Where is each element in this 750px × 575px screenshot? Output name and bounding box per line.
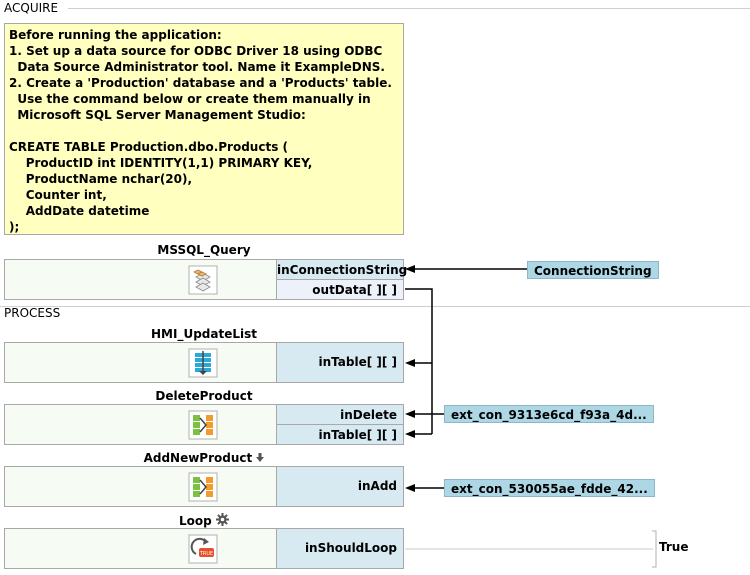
loop-constant-value[interactable]: True xyxy=(659,540,689,554)
hmi-updatelist-block[interactable]: inTable[ ][ ] xyxy=(4,342,404,383)
port-out-data[interactable]: outData[ ][ ] xyxy=(277,279,403,299)
port-in-table[interactable]: inTable[ ][ ] xyxy=(277,424,403,444)
section-divider xyxy=(0,306,750,307)
list-update-icon xyxy=(188,348,218,378)
addnewproduct-block[interactable]: inAdd xyxy=(4,466,404,507)
deleteproduct-title: DeleteProduct xyxy=(155,389,253,403)
switch-icon xyxy=(188,472,218,502)
arrowhead xyxy=(405,359,415,367)
external-add-connection[interactable]: ext_con_530055ae_fdde_42... xyxy=(444,479,655,497)
arrowhead xyxy=(405,265,415,273)
database-query-icon xyxy=(188,265,218,295)
hmi-updatelist-title: HMI_UpdateList xyxy=(151,327,257,341)
port-in-add[interactable]: inAdd xyxy=(277,467,403,506)
section-process-label: PROCESS xyxy=(4,306,61,320)
section-acquire-label: ACQUIRE xyxy=(4,1,59,15)
port-in-should-loop[interactable]: inShouldLoop xyxy=(277,529,403,568)
switch-icon xyxy=(188,410,218,440)
arrowhead xyxy=(405,484,415,492)
instructions-note: Before running the application: 1. Set u… xyxy=(4,23,404,235)
loop-block[interactable]: TRUE inShouldLoop xyxy=(4,528,404,569)
arrow-down-icon xyxy=(256,453,265,462)
port-in-delete[interactable]: inDelete xyxy=(277,405,403,425)
addnewproduct-label: AddNewProduct xyxy=(143,451,253,465)
deleteproduct-block[interactable]: inDelete inTable[ ][ ] xyxy=(4,404,404,445)
svg-text:TRUE: TRUE xyxy=(199,551,213,557)
constant-bracket xyxy=(652,530,657,568)
gear-icon xyxy=(215,513,229,526)
section-divider xyxy=(68,8,750,9)
wire xyxy=(405,288,433,434)
loop-label: Loop xyxy=(179,514,212,528)
mssql-query-block[interactable]: inConnectionString outData[ ][ ] xyxy=(4,259,407,300)
port-in-table[interactable]: inTable[ ][ ] xyxy=(277,343,403,382)
loop-title: Loop xyxy=(4,513,404,528)
mssql-query-title: MSSQL_Query xyxy=(157,243,251,257)
port-in-connection-string[interactable]: inConnectionString xyxy=(277,260,407,280)
loop-true-icon: TRUE xyxy=(188,534,218,564)
addnewproduct-title: AddNewProduct xyxy=(4,451,404,465)
external-delete-connection[interactable]: ext_con_9313e6cd_f93a_4d... xyxy=(444,405,654,423)
external-connection-string[interactable]: ConnectionString xyxy=(527,261,659,279)
arrowhead xyxy=(405,410,415,418)
arrowhead xyxy=(405,430,415,438)
